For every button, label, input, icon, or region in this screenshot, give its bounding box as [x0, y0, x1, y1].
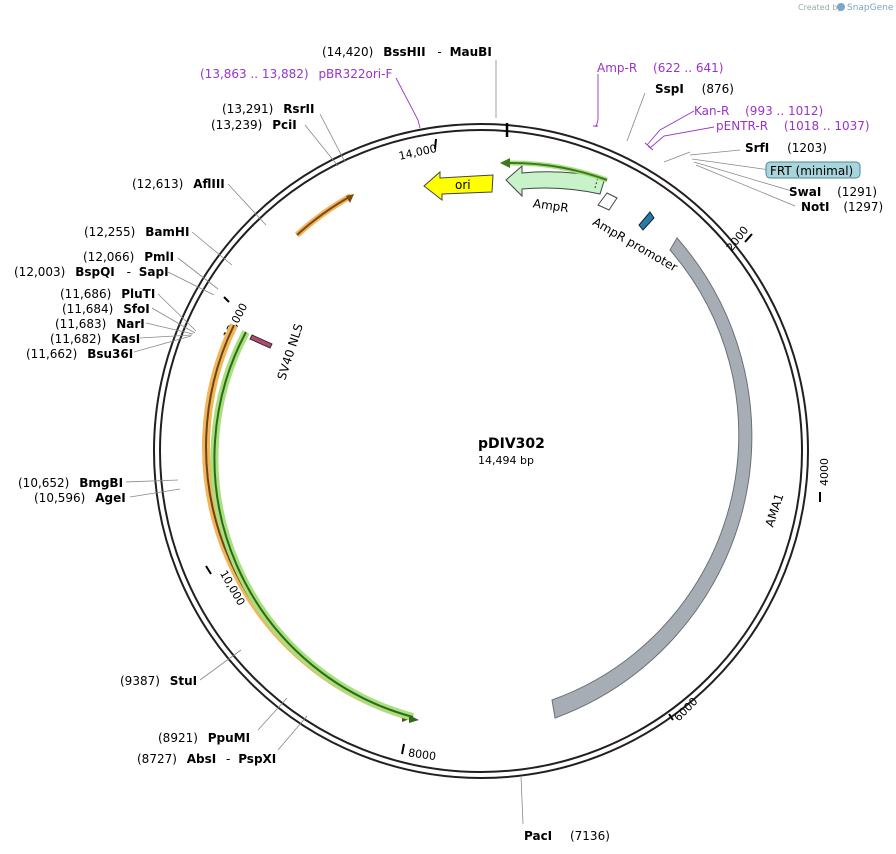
- site-bsu36i: (11,662) Bsu36I: [26, 347, 133, 361]
- site-bspqi: (12,003) BspQI - SapI: [14, 265, 169, 279]
- site-srfi: SrfI (1203): [745, 141, 827, 155]
- ori-label: ori: [455, 178, 471, 192]
- primer-amp-r: Amp-R (622 .. 641): [597, 61, 723, 75]
- primer-kan-r: Kan-R (993 .. 1012): [694, 104, 823, 118]
- site-bmgbi: (10,652) BmgBI: [18, 476, 123, 490]
- tick-label-8000: 8000: [407, 746, 437, 763]
- frt-feature-box: [765, 161, 861, 179]
- ama1-feature: [551, 237, 753, 719]
- backbone-outer: [153, 123, 809, 779]
- site-paci: PacI (7136): [524, 829, 610, 843]
- plasmid-name: pDIV302: [478, 436, 545, 452]
- tick-label-6000: 6000: [672, 695, 701, 724]
- orange-arc-top-arrowhead: [346, 194, 354, 203]
- credit-brand: SnapGene: [847, 3, 894, 13]
- sv40-nls-feature: [249, 334, 273, 349]
- primer-leader-lines: [395, 74, 715, 149]
- green-arc-left-outline: [210, 330, 415, 721]
- site-nari: (11,683) NarI: [55, 317, 145, 331]
- ampr-promoter-feature: [597, 192, 618, 211]
- credit-prefix: Created by: [798, 3, 842, 12]
- green-arc-left: [213, 331, 414, 718]
- site-noti: NotI (1297): [801, 200, 883, 214]
- site-absi: (8727) AbsI - PspXI: [137, 752, 276, 766]
- green-arc-top-arrowhead: [500, 158, 510, 168]
- tick-label-4000: 4000: [818, 458, 831, 486]
- site-afliii: (12,613) AflIII: [132, 177, 225, 191]
- site-swai: SwaI (1291): [789, 185, 877, 199]
- site-rsrii: (13,291) RsrII: [222, 102, 314, 116]
- site-bamhi: (12,255) BamHI: [84, 225, 189, 239]
- site-pmli: (12,066) PmlI: [83, 250, 174, 264]
- ampr-promoter-label: AmpR promoter: [590, 215, 680, 275]
- green-arc-left-arrowhead: [409, 715, 419, 723]
- snapgene-logo-icon: [837, 3, 845, 11]
- backbone-inner: [159, 129, 803, 773]
- site-sspi: SspI (876): [655, 82, 734, 96]
- site-agei: (10,596) AgeI: [34, 491, 126, 505]
- tick-label-14000: 14,000: [398, 142, 438, 163]
- primer-pbr322ori-f: (13,863 .. 13,882) pBR322ori-F: [200, 67, 392, 81]
- small-blue-feature: [638, 211, 655, 231]
- site-kasi: (11,682) KasI: [50, 332, 140, 346]
- green-arc-top: [505, 161, 608, 181]
- ama1-label: AMA1: [763, 492, 787, 529]
- site-leader-lines: [125, 60, 796, 825]
- primer-pentr-r: pENTR-R (1018 .. 1037): [716, 119, 870, 133]
- sv40-nls-label: SV40 NLS: [275, 322, 306, 382]
- pentr-r-primer-mark: [647, 145, 654, 151]
- ampr-label: AmpR: [532, 196, 569, 215]
- tick-marks: [205, 138, 821, 755]
- plasmid-length: 14,494 bp: [478, 454, 534, 467]
- site-pcii: (13,239) PciI: [211, 118, 297, 132]
- site-sfoi: (11,684) SfoI: [62, 302, 150, 316]
- frt-label: FRT (minimal): [770, 164, 853, 178]
- site-bsshii: (14,420) BssHII - MauBI: [322, 45, 492, 59]
- ampr-feature: [505, 164, 606, 198]
- ori-feature: [423, 170, 494, 202]
- site-stui: (9387) StuI: [120, 674, 197, 688]
- site-ppumi: (8921) PpuMI: [158, 731, 250, 745]
- site-pluti: (11,686) PluTI: [60, 287, 155, 301]
